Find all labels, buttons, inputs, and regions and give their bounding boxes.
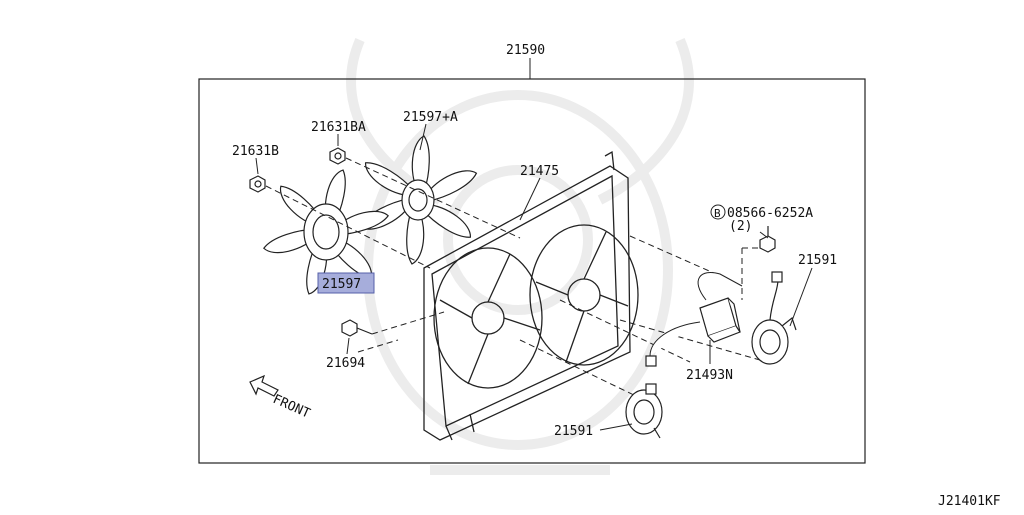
label-bolt-qty: (2) xyxy=(729,219,752,234)
fan-motor-right xyxy=(751,271,797,365)
nut-small-leader-line xyxy=(255,157,259,175)
assembly-frame xyxy=(198,78,866,464)
label-motor-right[interactable]: 21591 xyxy=(798,253,837,268)
nut-large xyxy=(329,147,346,165)
alignment-lines xyxy=(265,157,761,399)
fan-resistor xyxy=(645,272,743,367)
bolt-b xyxy=(759,226,776,253)
label-fan-front[interactable]: 21597 xyxy=(322,277,361,292)
label-motor-bottom[interactable]: 21591 xyxy=(554,424,593,439)
fan-rear-leader-line xyxy=(419,123,427,151)
fan-motor-bottom xyxy=(625,383,663,439)
label-nut-small[interactable]: 21631B xyxy=(232,144,279,159)
bolt-lower-leader-line xyxy=(346,337,350,355)
label-bolt-lower[interactable]: 21694 xyxy=(326,356,365,371)
bolt-b-leader-line xyxy=(759,231,769,239)
motor-right-leader-line xyxy=(789,267,813,327)
fan-shroud xyxy=(423,150,639,441)
label-assembly[interactable]: 21590 xyxy=(506,43,545,58)
bolt-marker: B xyxy=(714,207,721,220)
label-resistor[interactable]: 21493N xyxy=(686,368,733,383)
label-front: FRONT xyxy=(270,392,312,422)
diagram-code: J21401KF xyxy=(938,494,1001,509)
motor-bottom-leader-line xyxy=(599,423,633,431)
label-nut-large[interactable]: 21631BA xyxy=(311,120,366,135)
label-shroud[interactable]: 21475 xyxy=(520,164,559,179)
shroud-leader-line xyxy=(519,177,541,221)
nut-small xyxy=(249,175,266,193)
front-arrow-icon xyxy=(249,374,279,397)
fan-front-highlight xyxy=(317,272,375,294)
fan-rear xyxy=(356,135,480,265)
label-fan-rear[interactable]: 21597+A xyxy=(403,110,458,125)
label-bolt-part[interactable]: 08566-6252A xyxy=(727,206,813,221)
fan-front xyxy=(261,167,391,297)
bolt-lower xyxy=(341,319,373,337)
bolt-marker-circle xyxy=(710,204,726,220)
